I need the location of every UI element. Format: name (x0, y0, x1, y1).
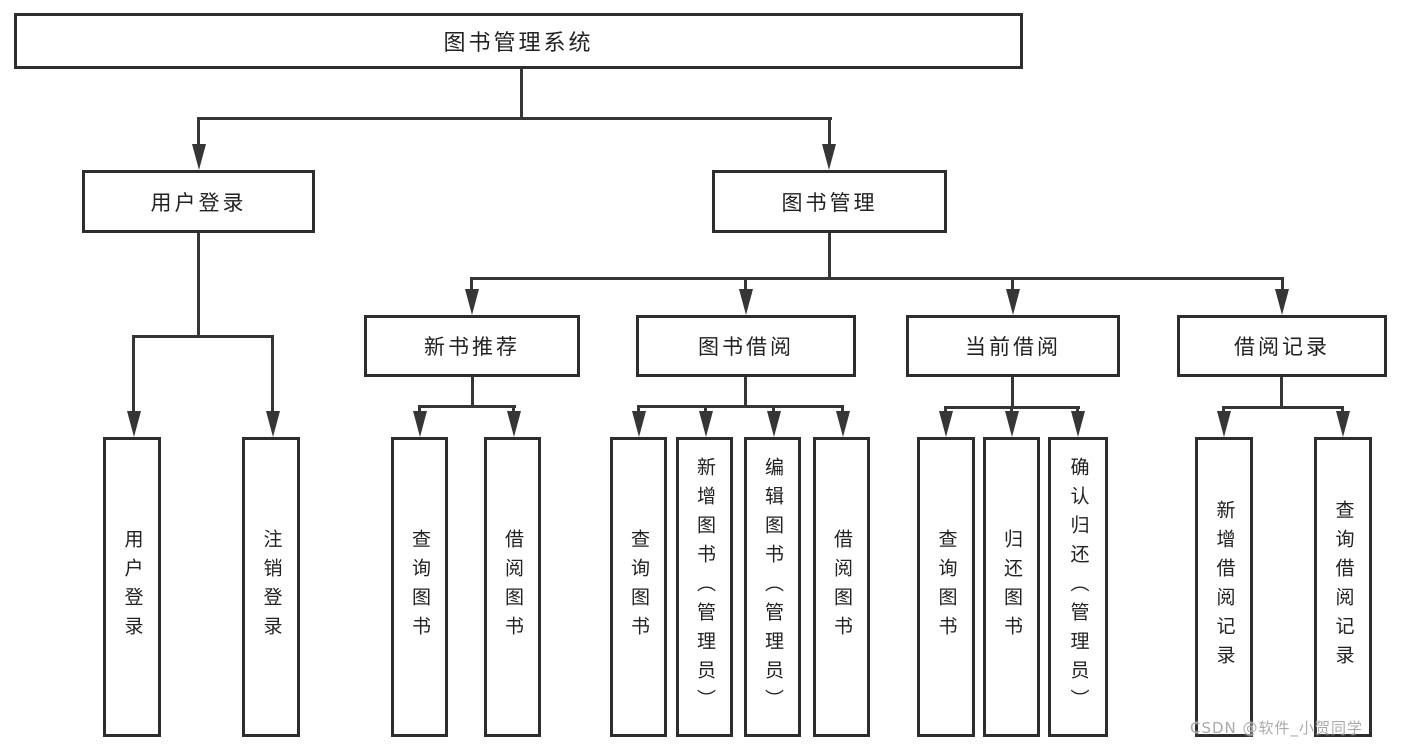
connector-drop-book-management (828, 117, 831, 149)
connector-drop (1010, 406, 1013, 415)
arrow-down-icon (1336, 411, 1350, 437)
node-leaf-query-books-1: 查询图书 (391, 437, 448, 737)
node-leaf-borrow-books-2: 借阅图书 (813, 437, 870, 737)
node-current-borrow: 当前借阅 (906, 315, 1120, 377)
arrow-down-icon (1275, 289, 1289, 315)
connector-drop (637, 405, 640, 415)
connector-root-bus (197, 117, 832, 120)
node-user-login: 用户登录 (82, 170, 315, 233)
node-book-management: 图书管理 (712, 170, 947, 233)
arrow-down-icon (767, 411, 781, 437)
node-leaf-query-books-3: 查询图书 (917, 437, 975, 737)
connector-recommend-stem (471, 377, 474, 407)
connector-current-stem (1011, 377, 1014, 409)
leaf-label: 查询图书 (628, 529, 650, 645)
connector-user-login-bus (132, 335, 274, 338)
connector-root-stem (520, 69, 523, 119)
arrow-down-icon (507, 411, 521, 437)
leaf-label: 编辑图书（管理员） (762, 456, 784, 718)
connector-drop (1222, 406, 1225, 415)
node-borrow-records: 借阅记录 (1177, 315, 1387, 377)
connector-drop (704, 405, 707, 415)
arrow-down-icon (739, 289, 753, 315)
arrow-down-icon (836, 411, 850, 437)
connector-drop (512, 405, 515, 415)
node-root: 图书管理系统 (14, 13, 1023, 69)
arrow-down-icon (632, 411, 646, 437)
node-leaf-borrow-books-1: 借阅图书 (484, 437, 541, 737)
connector-drop-user-login (197, 117, 200, 149)
node-leaf-confirm-return-admin: 确认归还（管理员） (1048, 437, 1108, 737)
leaf-label: 借阅图书 (502, 529, 524, 645)
leaf-label: 借阅图书 (831, 529, 853, 645)
leaf-label: 查询借阅记录 (1332, 500, 1355, 674)
arrow-down-icon (413, 411, 427, 437)
arrow-down-icon (1006, 289, 1020, 315)
connector-drop-leaf-login (132, 335, 135, 413)
connector-recommend-bus (418, 405, 516, 408)
connector-drop (1341, 406, 1344, 415)
node-new-book-recommend: 新书推荐 (364, 315, 580, 377)
arrow-down-icon (266, 411, 280, 437)
node-leaf-query-borrow-record: 查询借阅记录 (1314, 437, 1372, 737)
leaf-label: 归还图书 (1001, 529, 1023, 645)
leaf-label: 确认归还（管理员） (1067, 456, 1090, 718)
node-leaf-logout: 注销登录 (242, 437, 300, 737)
arrow-down-icon (465, 289, 479, 315)
arrow-down-icon (127, 411, 141, 437)
connector-book-management-stem (828, 233, 831, 280)
leaf-label: 新增借阅记录 (1213, 500, 1236, 674)
node-leaf-user-login: 用户登录 (103, 437, 161, 737)
node-book-borrow: 图书借阅 (636, 315, 856, 377)
connector-records-bus (1222, 406, 1344, 409)
leaf-label: 查询图书 (409, 529, 431, 645)
leaf-label: 用户登录 (121, 529, 144, 645)
connector-borrow-stem (744, 377, 747, 407)
leaf-label: 查询图书 (935, 529, 958, 645)
node-leaf-add-borrow-record: 新增借阅记录 (1195, 437, 1253, 737)
connector-drop-current (1011, 277, 1014, 292)
leaf-label: 新增图书（管理员） (694, 456, 716, 718)
node-leaf-query-books-2: 查询图书 (610, 437, 667, 737)
node-leaf-add-book-admin: 新增图书（管理员） (676, 437, 733, 737)
connector-drop-records (1281, 277, 1284, 292)
connector-drop (418, 405, 421, 415)
arrow-down-icon (1005, 411, 1019, 437)
connector-drop (944, 406, 947, 415)
connector-user-login-stem (197, 233, 200, 338)
connector-drop (841, 405, 844, 415)
connector-book-management-bus (470, 277, 1284, 280)
arrow-down-icon (939, 411, 953, 437)
arrow-down-icon (1071, 411, 1085, 437)
connector-drop-recommend (470, 277, 473, 292)
csdn-watermark: CSDN @软件_小贺同学 (1190, 719, 1364, 737)
connector-drop (772, 405, 775, 415)
node-leaf-edit-book-admin: 编辑图书（管理员） (744, 437, 801, 737)
connector-borrow-bus (637, 405, 844, 408)
arrow-down-icon (192, 144, 206, 170)
arrow-down-icon (822, 144, 836, 170)
leaf-label: 注销登录 (260, 529, 283, 645)
connector-drop-leaf-logout (271, 335, 274, 413)
node-leaf-return-book: 归还图书 (983, 437, 1040, 737)
arrow-down-icon (699, 411, 713, 437)
arrow-down-icon (1217, 411, 1231, 437)
connector-drop-borrow (744, 277, 747, 292)
connector-drop (1076, 406, 1079, 415)
connector-records-stem (1280, 377, 1283, 409)
